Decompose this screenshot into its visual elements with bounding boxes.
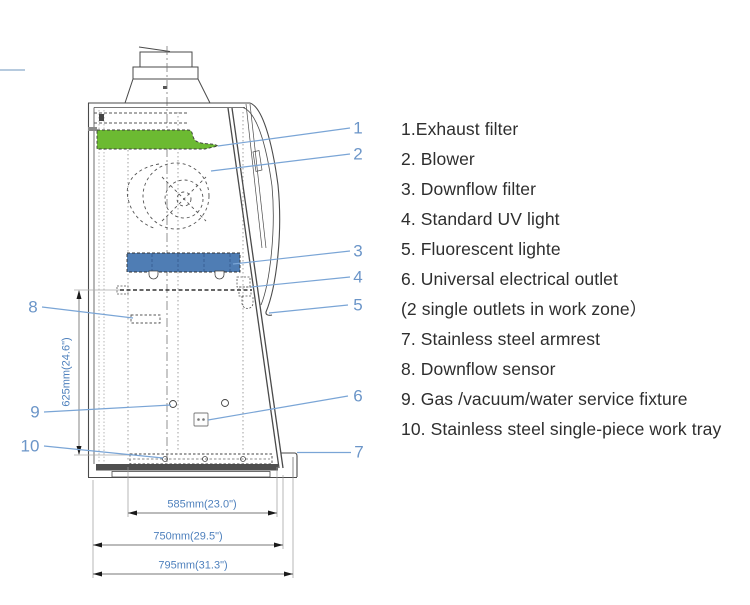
work-zone-fixtures <box>169 399 229 427</box>
service-fixture-shape <box>169 400 177 408</box>
legend-item-fluorescent: 5. Fluorescent lighte <box>401 239 561 259</box>
legend-item-outlet: 6. Universal electrical outlet <box>401 269 618 289</box>
legend-item-uv-light: 4. Standard UV light <box>401 209 560 229</box>
service-fixture-shape-2 <box>221 399 229 407</box>
legend: 1.Exhaust filter 2. Blower 3. Downflow f… <box>401 114 721 444</box>
dim-overall-width: 750mm(29.5") <box>153 530 223 543</box>
legend-item-exhaust-filter: 1.Exhaust filter <box>401 119 519 139</box>
callout-6: 6 <box>353 386 363 406</box>
dimension-lines <box>76 290 294 578</box>
legend-item-blower: 2. Blower <box>401 149 475 169</box>
legend-item-outlet-note: (2 single outlets in work zone） <box>401 299 648 319</box>
callout-5: 5 <box>353 295 363 315</box>
legend-item-downflow-sensor: 8. Downflow sensor <box>401 359 556 379</box>
downflow-filter-shape <box>126 252 241 280</box>
legend-item-armrest: 7. Stainless steel armrest <box>401 329 601 349</box>
callout-4: 4 <box>353 267 363 287</box>
work-zone-ceiling <box>74 276 254 309</box>
top-plenum <box>88 112 188 131</box>
callout-8: 8 <box>28 297 38 317</box>
work-tray-shape <box>74 453 273 465</box>
dim-work-zone-width: 585mm(23.0") <box>167 498 237 511</box>
callout-7: 7 <box>354 442 364 462</box>
exhaust-duct <box>124 46 211 104</box>
callout-10: 10 <box>20 436 40 456</box>
callout-2: 2 <box>353 144 363 164</box>
fluorescent-light-shape <box>241 296 254 309</box>
uv-light-shape <box>238 286 252 297</box>
blower-shape <box>126 162 210 230</box>
legend-item-downflow-filter: 3. Downflow filter <box>401 179 537 199</box>
legend-item-service-fixture: 9. Gas /vacuum/water service fixture <box>401 389 688 409</box>
callout-3: 3 <box>353 241 363 261</box>
dim-base-width: 795mm(31.3") <box>158 559 228 572</box>
callout-1: 1 <box>353 118 363 138</box>
exhaust-filter-shape <box>96 129 220 150</box>
legend-item-work-tray: 10. Stainless steel single-piece work tr… <box>401 419 722 439</box>
dim-work-zone-height: 625mm(24.6") <box>60 337 73 407</box>
callout-9: 9 <box>30 402 40 422</box>
electrical-outlet-shape <box>193 412 209 427</box>
callout-lines <box>41 127 351 459</box>
downflow-sensor-shape <box>130 314 161 324</box>
